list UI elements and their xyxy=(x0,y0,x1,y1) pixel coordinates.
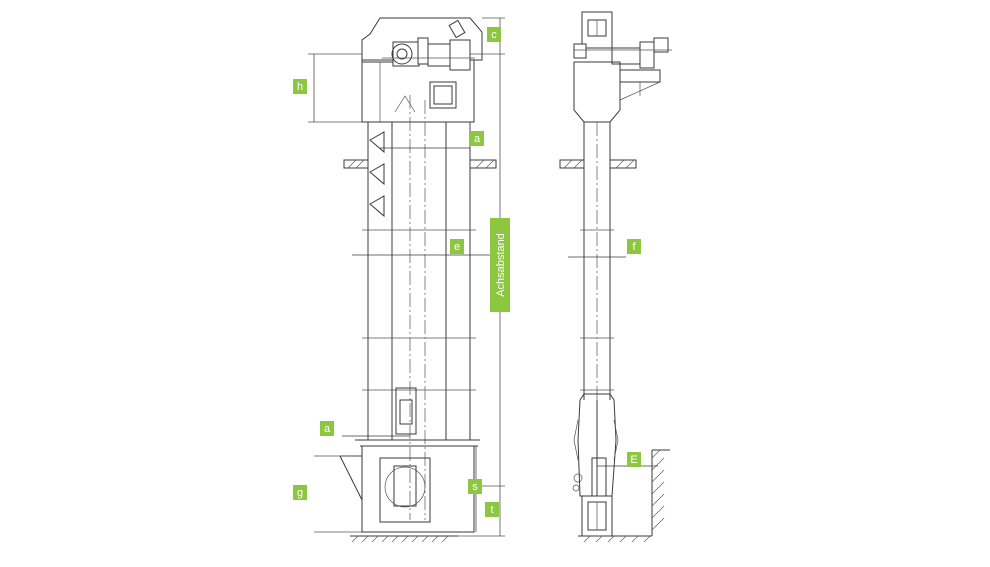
tag-h: h xyxy=(293,79,307,94)
ground-front xyxy=(350,535,458,543)
pit-wall xyxy=(578,449,670,543)
tag-a-top-label: a xyxy=(474,133,481,145)
bucket xyxy=(369,131,385,154)
floor-slab-side xyxy=(559,159,637,169)
tag-g: g xyxy=(293,485,307,500)
tag-E-label: E xyxy=(630,454,637,466)
tag-t: t xyxy=(485,502,499,517)
tag-s-label: s xyxy=(472,481,478,493)
trunk-flanges xyxy=(362,229,476,391)
tag-a-top: a xyxy=(470,131,484,146)
tag-e-label: e xyxy=(454,241,460,253)
tag-achsabstand-label: Achsabstand xyxy=(495,233,507,297)
floor-slab-front xyxy=(343,159,497,169)
head-pulley xyxy=(391,43,413,65)
tail-pulley xyxy=(384,466,426,508)
side-head-housing xyxy=(573,61,621,123)
side-head-top xyxy=(581,11,613,49)
tag-a-bottom-label: a xyxy=(324,423,331,435)
tag-f-label: f xyxy=(632,241,636,253)
tag-h-label: h xyxy=(297,81,303,93)
side-view xyxy=(559,11,672,543)
front-view xyxy=(308,17,505,543)
drive-motor xyxy=(449,39,471,71)
bucket xyxy=(369,163,385,186)
tag-c-label: c xyxy=(491,29,497,41)
tail-take-up xyxy=(395,387,417,435)
tag-a-bottom: a xyxy=(320,421,334,436)
tag-e: e xyxy=(450,239,464,254)
boot-housing xyxy=(361,445,475,533)
tag-s: s xyxy=(468,479,482,494)
tag-E: E xyxy=(627,452,641,467)
boot-inspection-door xyxy=(379,457,431,523)
dimension-tags: h c a e Achsabstand a g s xyxy=(293,27,641,517)
tag-f: f xyxy=(627,239,641,254)
side-boot xyxy=(577,393,617,497)
tag-achsabstand: Achsabstand xyxy=(490,218,510,312)
gearbox xyxy=(392,41,420,67)
tag-t-label: t xyxy=(490,504,493,516)
side-motor xyxy=(653,37,669,53)
head-housing-top xyxy=(361,17,483,63)
bucket xyxy=(369,195,385,218)
tag-g-label: g xyxy=(297,487,303,499)
inlet-chute xyxy=(339,455,363,501)
tag-c: c xyxy=(487,27,501,42)
inspection-door-head xyxy=(429,81,457,109)
